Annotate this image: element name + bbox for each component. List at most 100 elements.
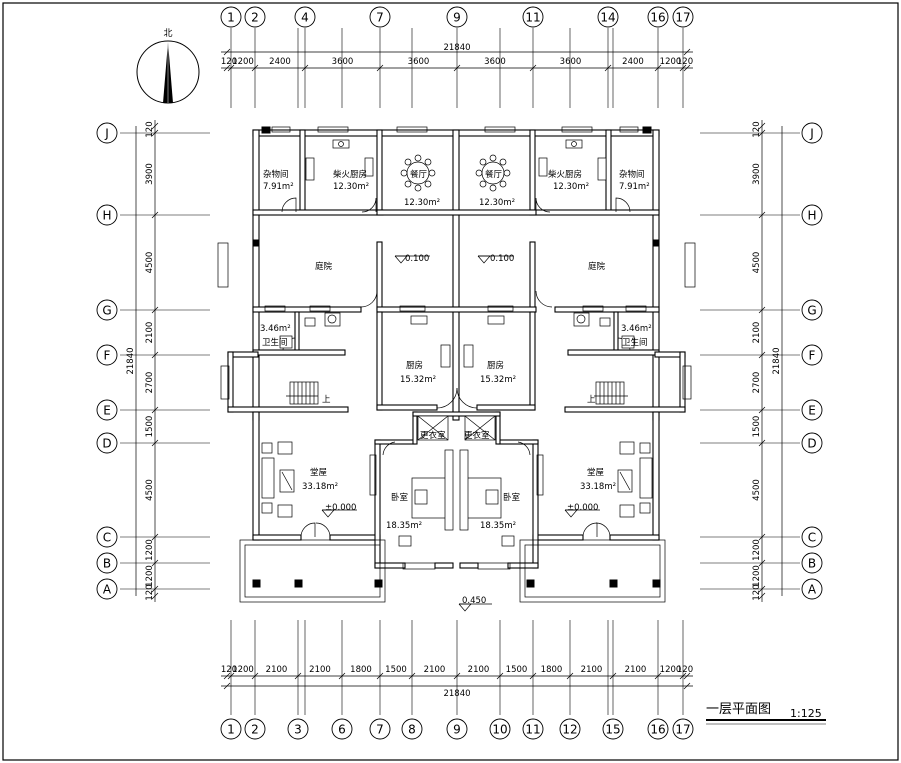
level-markers <box>321 255 600 612</box>
room-name: 杂物间 <box>619 169 645 180</box>
north-label: 北 <box>163 28 172 39</box>
top-dimension: 3600 <box>408 57 430 67</box>
room-name: 杂物间 <box>263 169 289 180</box>
axis-label: A <box>808 583 817 597</box>
room-area: 7.91m² <box>619 182 650 192</box>
axis-label: B <box>103 557 111 571</box>
axis-label: H <box>102 209 111 223</box>
axis-label: F <box>104 349 111 363</box>
axis-bubble: 2 <box>244 718 266 740</box>
axis-label: F <box>809 349 816 363</box>
left-total-dimension: 21840 <box>126 347 136 374</box>
axis-bubble: B <box>801 552 823 574</box>
axis-label: 12 <box>562 723 577 737</box>
axis-label: D <box>807 437 816 451</box>
bottom-dimension: 120 <box>221 665 237 675</box>
axis-label: 17 <box>675 11 690 25</box>
left-dimension: 4500 <box>145 479 155 501</box>
stairs <box>286 381 628 405</box>
axis-label: 1 <box>227 723 235 737</box>
right-dimension: 3900 <box>752 163 762 185</box>
room-name: 庭院 <box>588 261 606 272</box>
axis-label: 17 <box>675 723 690 737</box>
axis-label: 16 <box>650 11 665 25</box>
room-area: 18.35m² <box>480 521 516 531</box>
axis-bubble: 11 <box>522 6 544 28</box>
axis-bubble: 3 <box>287 718 309 740</box>
axis-label: 9 <box>453 11 461 25</box>
axis-bubble: 4 <box>294 6 316 28</box>
room-name: 更衣室 <box>464 430 490 441</box>
right-dimension: 4500 <box>752 252 762 274</box>
axis-label: 14 <box>600 11 615 25</box>
axis-bubble: G <box>801 299 823 321</box>
axis-bubble: 7 <box>369 718 391 740</box>
terraces <box>239 539 666 603</box>
axis-bubble: 17 <box>672 6 694 28</box>
axis-label: 11 <box>525 11 540 25</box>
axis-label: A <box>103 583 112 597</box>
bottom-dimension: 1500 <box>385 665 407 675</box>
axis-bubble: 17 <box>672 718 694 740</box>
axis-label: 1 <box>227 11 235 25</box>
top-dimension: 1200 <box>232 57 254 67</box>
axis-bubble: 15 <box>602 718 624 740</box>
axis-label: 6 <box>338 723 346 737</box>
room-area: 12.30m² <box>479 198 515 208</box>
drawing-title-text: 一层平面图 <box>706 702 771 717</box>
axis-label: D <box>102 437 111 451</box>
windows <box>217 126 696 570</box>
room-name: 柴火厨房 <box>548 169 582 180</box>
axis-label: 11 <box>525 723 540 737</box>
axis-label: 10 <box>492 723 507 737</box>
room-name: 更衣室 <box>420 430 446 441</box>
walls <box>227 126 686 569</box>
axis-bubble: 1 <box>220 6 242 28</box>
axis-bubble: 9 <box>446 718 468 740</box>
room-name: 柴火厨房 <box>333 169 367 180</box>
left-dimension: 3900 <box>145 163 155 185</box>
room-area: 12.30m² <box>333 182 369 192</box>
axis-bubble: H <box>96 204 118 226</box>
bottom-dimension: 2100 <box>625 665 647 675</box>
left-dimension: 2700 <box>145 372 155 394</box>
axis-bubble: G <box>96 299 118 321</box>
room-area: 33.18m² <box>302 482 338 492</box>
left-dimension: 120 <box>145 121 155 137</box>
room-name: 厨房 <box>406 360 423 371</box>
doors <box>281 197 631 538</box>
axis-label: 8 <box>408 723 416 737</box>
left-dimension: 4500 <box>145 252 155 274</box>
bottom-dimension: 2100 <box>309 665 331 675</box>
left-dimension: 1200 <box>145 565 155 587</box>
top-dimension: 2400 <box>269 57 291 67</box>
axis-label: 15 <box>605 723 620 737</box>
room-name: 堂屋 <box>587 467 605 478</box>
furniture <box>261 139 653 547</box>
level-value: 0.450 <box>462 596 486 606</box>
axis-bubble: 9 <box>446 6 468 28</box>
level-value: 0.100 <box>490 254 514 264</box>
right-dimension: 4500 <box>752 479 762 501</box>
axis-bubble: C <box>801 526 823 548</box>
top-dimension: 1200 <box>660 57 682 67</box>
axis-label: E <box>808 404 816 418</box>
bottom-dimension: 1200 <box>232 665 254 675</box>
bottom-dimension: 1800 <box>350 665 372 675</box>
level-value: 0.100 <box>405 254 429 264</box>
bottom-dimension: 1200 <box>660 665 682 675</box>
top-total-dimension: 21840 <box>443 43 470 53</box>
right-dimension: 120 <box>752 584 762 600</box>
axis-label: J <box>809 127 814 141</box>
room-area: 18.35m² <box>386 521 422 531</box>
axis-bubble: F <box>96 344 118 366</box>
axis-label: 2 <box>251 11 259 25</box>
room-name: 卫生间 <box>262 337 288 348</box>
axis-label: 16 <box>650 723 665 737</box>
axis-bubble: E <box>801 399 823 421</box>
left-dimension: 120 <box>145 584 155 600</box>
